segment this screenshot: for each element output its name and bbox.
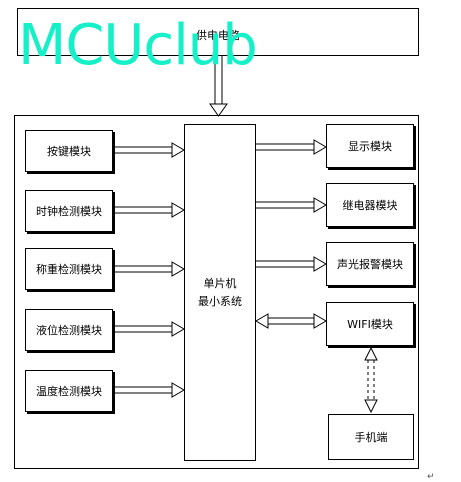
input-label-clock: 时钟检测模块 xyxy=(36,205,102,218)
output-arrow-relay xyxy=(256,197,327,213)
input-arrow-keys xyxy=(113,142,185,158)
output-label-relay: 继电器模块 xyxy=(342,199,398,212)
output-label-wifi: WIFI模块 xyxy=(347,318,393,331)
paragraph-mark: ↵ xyxy=(427,472,435,482)
input-arrow-temperature xyxy=(113,382,185,398)
output-label-alarm: 声光报警模块 xyxy=(337,258,403,271)
input-box-temperature: 温度检测模块 xyxy=(25,370,113,412)
input-label-keys: 按键模块 xyxy=(47,145,91,158)
system-frame xyxy=(14,115,419,469)
phone-box: 手机端 xyxy=(328,414,414,460)
input-box-weight: 称重检测模块 xyxy=(25,248,113,290)
output-arrow-alarm xyxy=(256,256,327,272)
input-label-temperature: 温度检测模块 xyxy=(36,385,102,398)
phone-label: 手机端 xyxy=(354,431,388,444)
mcu-label-line2: 最小系统 xyxy=(198,294,242,308)
power-supply-label: 供电电路 xyxy=(196,29,240,42)
input-arrow-weight xyxy=(113,261,185,277)
input-label-weight: 称重检测模块 xyxy=(36,263,102,276)
power-supply-box: 供电电路 xyxy=(17,8,419,56)
mcu-label-line1: 单片机 xyxy=(203,276,237,290)
output-box-relay: 继电器模块 xyxy=(326,183,414,227)
mcu-box: 单片机 最小系统 xyxy=(184,124,256,461)
output-box-display: 显示模块 xyxy=(326,124,414,168)
input-box-keys: 按键模块 xyxy=(25,130,113,172)
input-box-clock: 时钟检测模块 xyxy=(25,190,113,232)
wifi-phone-dashed-arrow xyxy=(364,346,378,414)
output-box-alarm: 声光报警模块 xyxy=(326,242,414,286)
wifi-bidirectional-arrow xyxy=(255,313,327,329)
output-box-wifi: WIFI模块 xyxy=(326,302,414,346)
output-label-display: 显示模块 xyxy=(348,140,392,153)
input-box-level: 液位检测模块 xyxy=(25,309,113,351)
input-arrow-level xyxy=(113,321,185,337)
power-arrow xyxy=(209,56,228,117)
mcuclub-watermark: MCUclub xyxy=(18,13,258,78)
input-label-level: 液位检测模块 xyxy=(36,324,102,337)
output-arrow-display xyxy=(256,139,327,155)
input-arrow-clock xyxy=(113,202,185,218)
